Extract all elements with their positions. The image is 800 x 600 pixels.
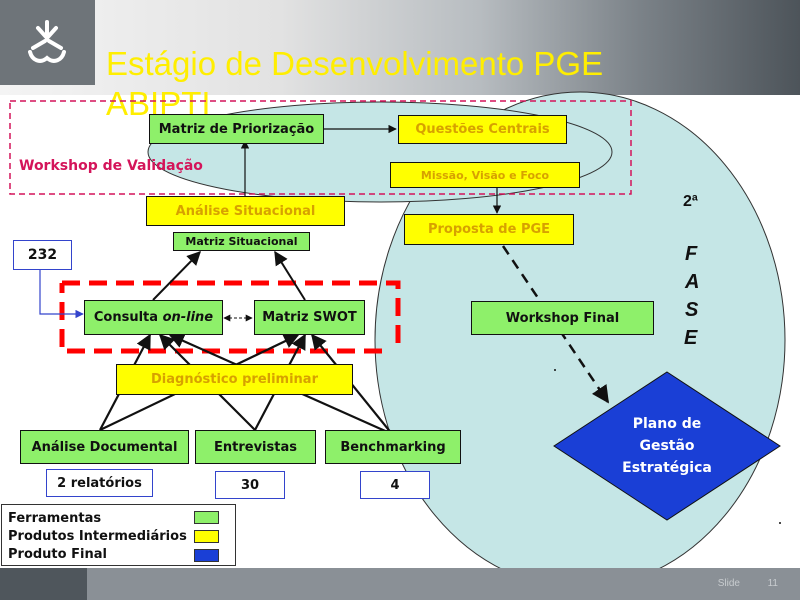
benchmarking-box: Benchmarking [325,430,461,464]
workshop-validacao-frame [9,100,632,195]
plano-diamond [553,371,781,521]
plano-label: Plano de Gestão Estratégica [596,413,738,479]
fase-letter-1: F [685,243,698,265]
matriz-swot-box: Matriz SWOT [254,300,365,335]
fase-letter-2: A [685,271,700,293]
analise-situacional-box: Análise Situacional [146,196,345,226]
count-entrevistas: 30 [215,471,285,499]
legend-intermediate-swatch [194,530,219,543]
workshop-validacao-label: Workshop de Validação [19,158,203,174]
matriz-priorizacao-box: Matriz de Priorização [149,114,324,144]
consulta-label-italic: on-line [162,310,214,325]
page-number: 11 [767,578,778,589]
diagnostico-box: Diagnóstico preliminar [116,364,353,395]
questoes-centrais-box: Questões Centrais [398,115,567,144]
slide-header-banner [0,0,800,95]
count-consulta: 232 [13,240,72,270]
highlight-frame [59,280,401,354]
legend-final-label: Produto Final [8,547,107,562]
legend-final-swatch [194,549,219,562]
consulta-online-box: Consulta on-line [84,300,223,335]
fase-letter-4: E [684,327,698,349]
arrow-232-consulta [39,270,84,319]
fase-number: 2ª [683,193,698,210]
count-relatorios: 2 relatórios [46,469,153,497]
legend-tools-swatch [194,511,219,524]
slide-title: Estágio de Desenvolvimento PGE ABIPTI [106,45,604,122]
matriz-situacional-box: Matriz Situacional [173,232,310,251]
legend-tools-label: Ferramentas [8,511,102,526]
consulta-label: Consulta [93,310,163,325]
missao-box: Missão, Visão e Foco [390,162,580,188]
plano-line-3: Estratégica [622,460,712,476]
footer-slide-label: Slide [717,578,740,589]
legend: Ferramentas Produtos Intermediários Prod… [1,504,236,566]
slide-footer [0,568,800,600]
logo [0,0,95,85]
plano-line-2: Gestão [639,438,695,454]
analise-documental-box: Análise Documental [20,430,189,464]
fase-letter-3: S [685,299,699,321]
plano-line-1: Plano de [632,416,702,432]
workshop-final-box: Workshop Final [471,301,654,335]
proposta-pge-box: Proposta de PGE [404,214,574,245]
footer-accent [0,568,87,600]
logo-icon [28,20,66,63]
entrevistas-box: Entrevistas [195,430,316,464]
legend-intermediate-label: Produtos Intermediários [8,529,187,544]
count-benchmarking: 4 [360,471,430,499]
